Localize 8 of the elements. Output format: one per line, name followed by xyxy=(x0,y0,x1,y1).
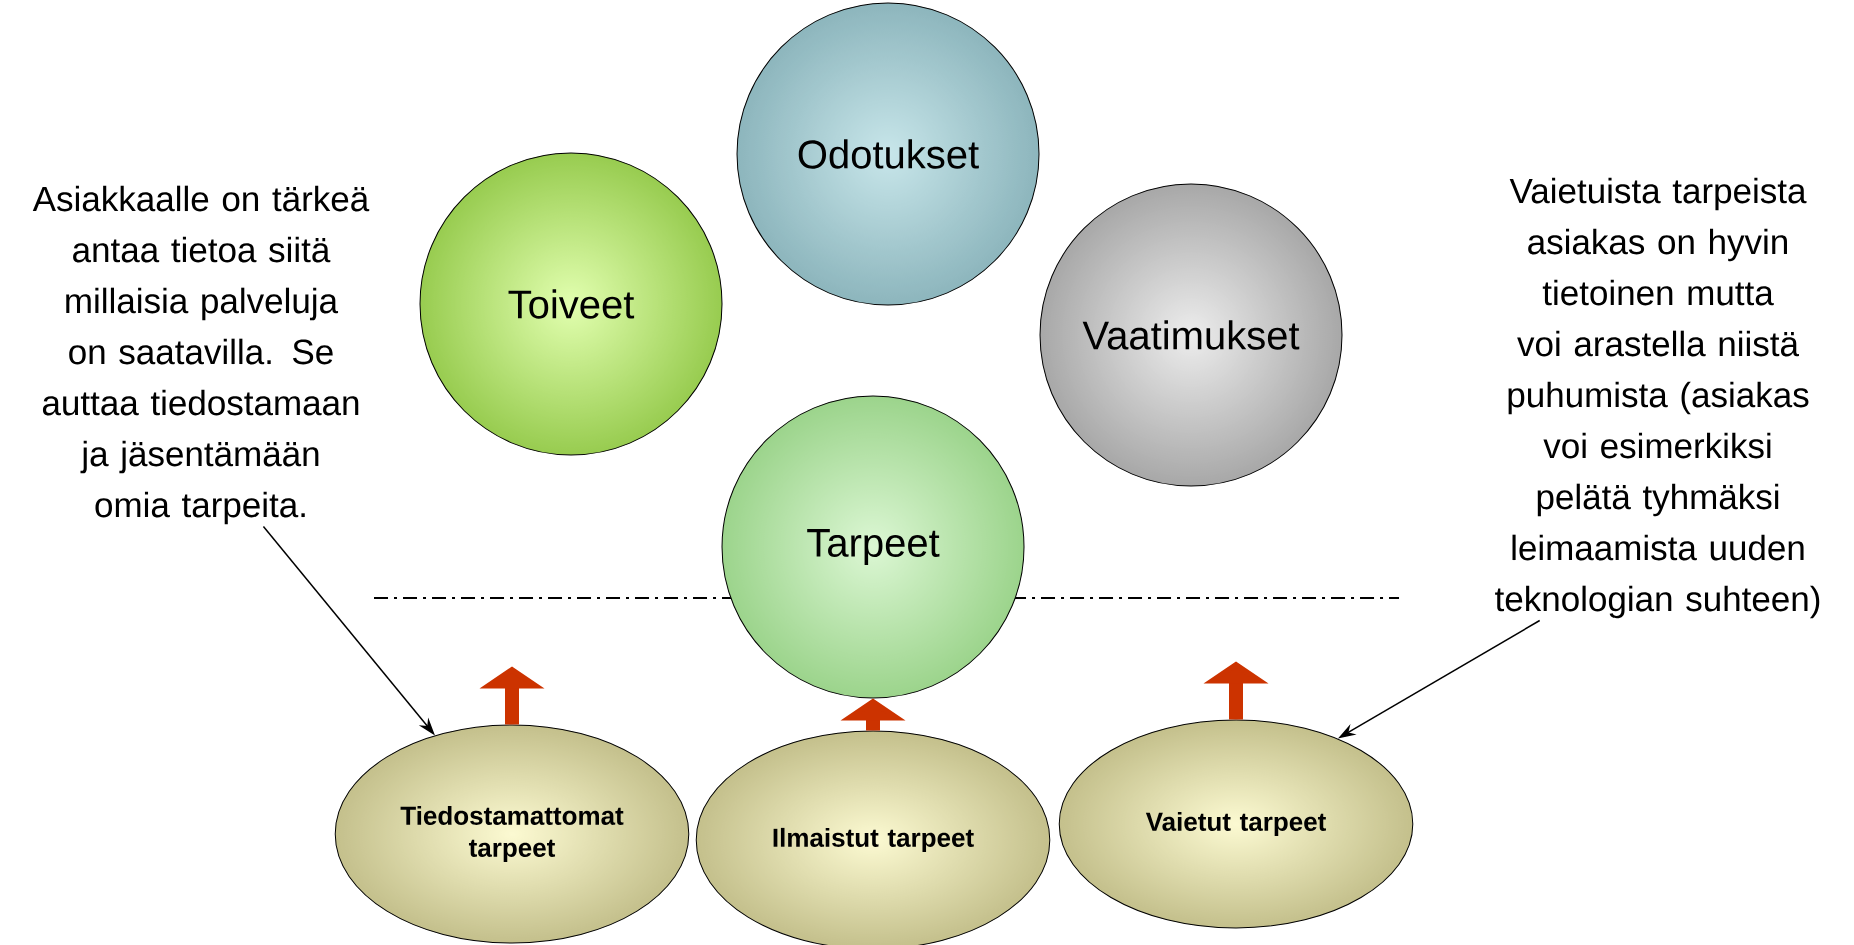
circle-node: Vaatimukset xyxy=(1039,183,1343,487)
note-text: Vaietuista tarpeista asiakas on hyvin tietoinen mutta voi arastella niistä puhumista (asiakas voi esimerkiksi pelätä tyhmäksi leimaamista uuden teknologian suhteen) xyxy=(1495,177,1820,619)
ellipse-node: Tiedostamattomat tarpeet xyxy=(334,724,690,944)
note-text: Asiakkaalle on tärkeä antaa tietoa siitä millaisia palveluja on saatavilla. Se auttaa tiedostamaan ja jäsentämään omia tarpeita. xyxy=(32,185,370,525)
ellipse-node: Vaietut tarpeet xyxy=(1058,719,1414,929)
circle-node: Tarpeet xyxy=(721,395,1025,699)
circle-node: Toiveet xyxy=(419,152,723,456)
circle-node: Odotukset xyxy=(736,2,1040,306)
